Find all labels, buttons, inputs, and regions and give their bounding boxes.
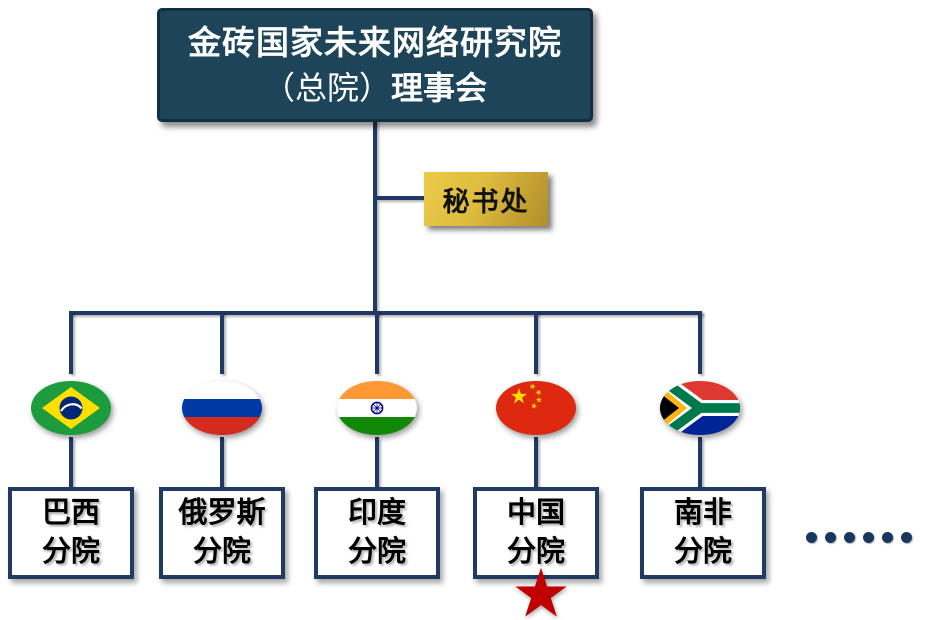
branch-node-brazil: 巴西 分院 <box>8 487 134 579</box>
more-branches-ellipsis <box>806 532 912 543</box>
secretariat-connector <box>377 196 424 200</box>
india-flag-icon <box>337 381 417 435</box>
root-title-line2-suffix: 理事会 <box>391 69 488 106</box>
ellipsis-dot <box>901 532 912 543</box>
ellipsis-dot <box>806 532 817 543</box>
drop-connector-china <box>534 311 538 374</box>
russia-flag-icon <box>182 381 262 435</box>
secretariat-label: 秘书处 <box>442 186 530 217</box>
drop-connector-south-africa <box>698 311 702 374</box>
branch-node-china: 中国 分院 <box>473 487 599 579</box>
branch-node-south-africa: 南非 分院 <box>640 487 766 579</box>
stem-connector-india <box>375 437 379 488</box>
brazil-flag-icon <box>31 381 111 435</box>
branch-name: 巴西 <box>41 496 100 529</box>
branch-suffix: 分院 <box>41 536 100 568</box>
branch-suffix: 分院 <box>347 536 406 568</box>
branch-name: 印度 <box>347 496 406 529</box>
secretariat-node: 秘书处 <box>424 172 548 226</box>
branch-name: 俄罗斯 <box>178 496 266 529</box>
drop-connector-brazil <box>69 311 73 374</box>
branch-node-russia: 俄罗斯 分院 <box>159 487 285 579</box>
branch-suffix: 分院 <box>673 536 732 568</box>
ellipsis-dot <box>844 532 855 543</box>
south-africa-flag-icon <box>660 381 740 435</box>
branch-rail-connector <box>69 311 702 315</box>
stem-connector-south-africa <box>698 437 702 488</box>
branch-name: 中国 <box>506 496 565 529</box>
branch-name: 南非 <box>673 496 732 529</box>
ellipsis-dot <box>825 532 836 543</box>
drop-connector-india <box>375 311 379 374</box>
ellipsis-dot <box>882 532 893 543</box>
china-flag-icon <box>496 381 576 435</box>
branch-suffix: 分院 <box>506 536 565 568</box>
root-node-council: 金砖国家未来网络研究院 （总院）理事会 <box>157 8 593 122</box>
branch-suffix: 分院 <box>192 536 251 568</box>
drop-connector-russia <box>220 311 224 374</box>
stem-connector-brazil <box>69 437 73 488</box>
ellipsis-dot <box>863 532 874 543</box>
stem-connector-russia <box>220 437 224 488</box>
china-highlight-star-icon <box>514 567 568 619</box>
root-title-line1: 金砖国家未来网络研究院 <box>188 23 562 61</box>
stem-connector-china <box>534 437 538 488</box>
root-trunk-connector <box>373 120 377 315</box>
branch-node-india: 印度 分院 <box>314 487 440 579</box>
root-title-line2: （总院）理事会 <box>263 66 487 111</box>
root-title-line2-prefix: （总院） <box>262 69 391 106</box>
